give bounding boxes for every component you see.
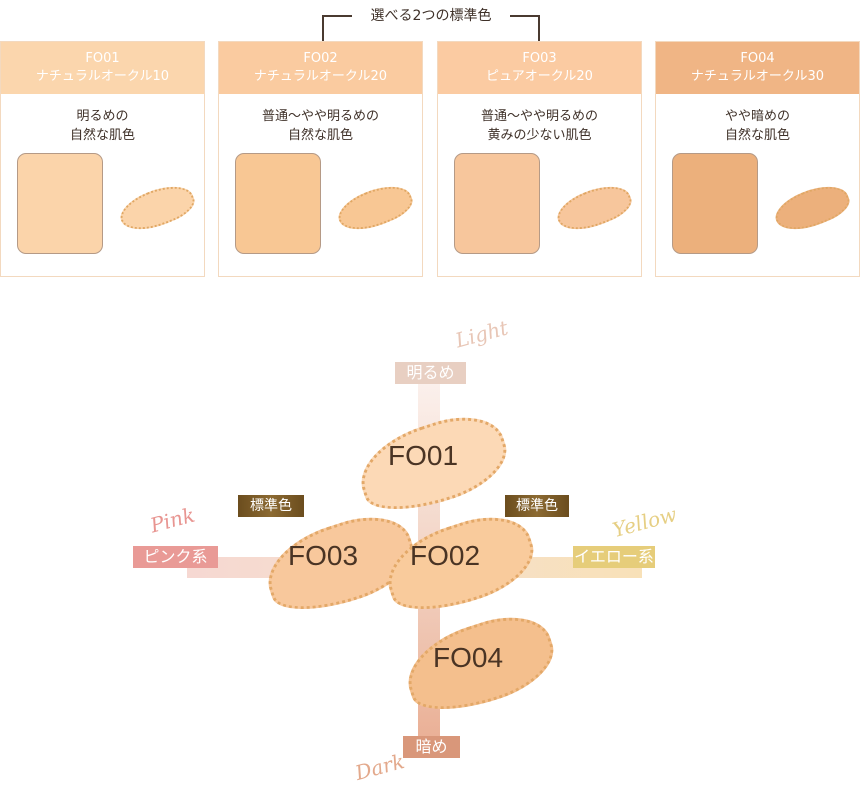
pink-script: Pink (147, 502, 198, 538)
description-line: 普通～やや明るめの (261, 109, 379, 124)
shade-name: ナチュラルオークル30 (690, 69, 825, 84)
powder-swatch (333, 177, 417, 239)
shade-code: FO03 (522, 51, 557, 66)
shade-card-fo03: FO03 ピュアオークル20 普通～やや明るめの黄みの少ない肌色 (437, 41, 642, 277)
standard-badge: 標準色 (505, 495, 569, 517)
shade-description: 明るめの自然な肌色 (1, 107, 204, 145)
standard-badge: 標準色 (238, 495, 304, 517)
compact-pan (17, 153, 103, 254)
fo02-label: FO02 (410, 540, 481, 571)
description-line: 自然な肌色 (287, 128, 353, 143)
description-line: やや暗めの (724, 109, 790, 124)
shade-name: ナチュラルオークル20 (253, 69, 388, 84)
description-line: 普通～やや明るめの (480, 109, 598, 124)
card-header: FO03 ピュアオークル20 (438, 42, 641, 94)
shade-card-fo01: FO01 ナチュラルオークル10 明るめの自然な肌色 (0, 41, 205, 277)
compact-pan (672, 153, 758, 254)
shade-name: ピュアオークル20 (486, 69, 593, 84)
shade-description: 普通～やや明るめの自然な肌色 (219, 107, 422, 145)
pink-label: ピンク系 (133, 546, 218, 568)
light-script: Light (452, 315, 511, 353)
card-header: FO04 ナチュラルオークル30 (656, 42, 859, 94)
dark-label: 暗め (403, 736, 460, 758)
description-line: 明るめの (76, 109, 129, 124)
fo03-label: FO03 (288, 540, 359, 571)
card-header: FO02 ナチュラルオークル20 (219, 42, 422, 94)
compact-pan (454, 153, 540, 254)
powder-swatch (770, 177, 854, 239)
shade-description: 普通～やや明るめの黄みの少ない肌色 (438, 107, 641, 145)
fo04-label: FO04 (433, 642, 504, 673)
fo01-label: FO01 (388, 440, 459, 471)
description-line: 自然な肌色 (724, 128, 790, 143)
description-line: 黄みの少ない肌色 (487, 128, 592, 143)
shade-code: FO02 (303, 51, 338, 66)
bracket-line (322, 15, 352, 17)
shade-code: FO01 (85, 51, 120, 66)
compact-pan (235, 153, 321, 254)
shade-code: FO04 (740, 51, 775, 66)
yellow-script: Yellow (610, 501, 680, 543)
bracket-line (322, 15, 324, 41)
yellow-label: イエロー系 (573, 546, 655, 568)
shade-name: ナチュラルオークル10 (35, 69, 170, 84)
shade-card-fo02: FO02 ナチュラルオークル20 普通～やや明るめの自然な肌色 (218, 41, 423, 277)
description-line: 自然な肌色 (69, 128, 135, 143)
bracket-line (510, 15, 540, 17)
shade-description: やや暗めの自然な肌色 (656, 107, 859, 145)
dark-script: Dark (352, 748, 407, 786)
bracket-line (538, 15, 540, 41)
standard-colors-title: 選べる2つの標準色 (370, 8, 492, 24)
powder-swatch (552, 177, 636, 239)
light-label: 明るめ (395, 362, 466, 384)
powder-swatch (115, 177, 199, 239)
card-header: FO01 ナチュラルオークル10 (1, 42, 204, 94)
shade-card-fo04: FO04 ナチュラルオークル30 やや暗めの自然な肌色 (655, 41, 860, 277)
